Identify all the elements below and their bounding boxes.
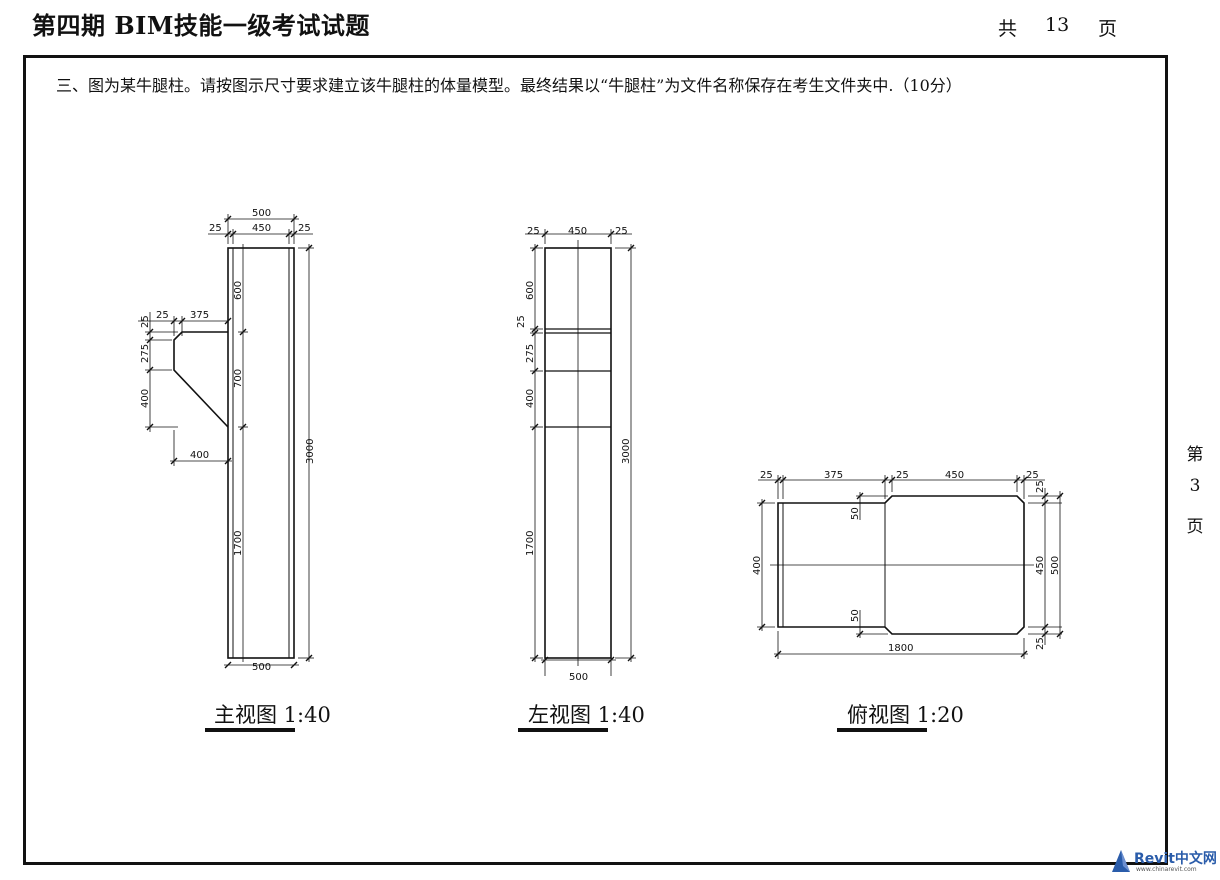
watermark: Revit中文网 www.chinarevit.com [1108, 846, 1218, 876]
watermark-url: www.chinarevit.com [1136, 866, 1197, 873]
side-page-prefix: 第 [1186, 445, 1204, 465]
front-dim-corbel-vertical: 275 [140, 344, 151, 363]
front-dim-corbel-width: 375 [190, 310, 209, 321]
top-view-caption: 俯视图 1:20 [847, 703, 964, 727]
top-dim-right-25-top: 25 [1035, 480, 1046, 493]
front-caption-underline [205, 728, 295, 732]
front-dim-bottom-width: 500 [252, 662, 271, 673]
top-dim-ticks [758, 476, 1064, 658]
front-dim-seg-top: 600 [233, 281, 244, 300]
left-dim-seg-600: 600 [525, 281, 536, 300]
front-dim-top-total: 500 [252, 208, 271, 219]
left-dim-height-total: 3000 [621, 439, 632, 464]
left-view-caption: 左视图 1:40 [528, 703, 645, 727]
front-view-caption-group: 主视图 1:40 [205, 703, 331, 732]
revit-logo-icon [1112, 850, 1130, 872]
left-dim-top-right: 25 [615, 226, 628, 237]
top-dim-25b: 25 [896, 470, 909, 481]
left-view-caption-group: 左视图 1:40 [518, 703, 645, 732]
left-caption-underline [518, 728, 608, 732]
front-dim-lines [138, 214, 314, 666]
exam-title: 第四期 BIM技能一级考试试题 [32, 11, 370, 40]
exam-frame [23, 55, 1168, 865]
top-dim-bottom-1800: 1800 [888, 643, 913, 654]
top-view [757, 475, 1064, 659]
watermark-brand: Revit中文网 [1134, 851, 1217, 867]
front-dim-seg-bottom: 1700 [233, 531, 244, 556]
top-dim-right-450: 450 [1035, 556, 1046, 575]
front-corbel-outline [173, 331, 229, 428]
top-dim-lines [757, 475, 1062, 659]
left-dim-seg-400: 400 [525, 389, 536, 408]
page-total-count: 13 [1045, 14, 1070, 36]
page-total-suffix: 页 [1098, 18, 1118, 40]
front-dim-corbel-top-gap: 25 [140, 315, 151, 328]
top-outline [777, 495, 1025, 635]
front-dim-corbel-chamfer: 25 [156, 310, 169, 321]
front-view-caption: 主视图 1:40 [214, 703, 331, 727]
top-dim-25a: 25 [760, 470, 773, 481]
top-view-caption-group: 俯视图 1:20 [837, 703, 964, 732]
front-dim-top-right: 25 [298, 223, 311, 234]
left-dim-seg-1700: 1700 [525, 531, 536, 556]
front-dim-seg-mid: 700 [233, 369, 244, 388]
left-dim-seg-275: 275 [525, 344, 536, 363]
left-dim-ticks [531, 230, 635, 664]
top-dim-right-25-bottom: 25 [1035, 637, 1046, 650]
left-dim-lines [525, 229, 636, 676]
left-dim-bottom-width: 500 [569, 672, 588, 683]
left-dim-top-left: 25 [527, 226, 540, 237]
front-dim-top-left: 25 [209, 223, 222, 234]
top-dim-25c: 25 [1026, 470, 1039, 481]
front-dim-height-total: 3000 [305, 439, 316, 464]
top-dim-right-500: 500 [1050, 556, 1061, 575]
front-dim-ticks [146, 215, 313, 669]
top-dim-375: 375 [824, 470, 843, 481]
front-dim-top-inner: 450 [252, 223, 271, 234]
top-dim-450: 450 [945, 470, 964, 481]
left-dim-seg-25: 25 [516, 315, 527, 328]
front-view [138, 214, 314, 669]
top-caption-underline [837, 728, 927, 732]
front-dim-labels: 500 450 25 25 500 3000 600 700 1700 25 3… [140, 208, 316, 673]
front-dim-corbel-slope: 400 [140, 389, 151, 408]
page-total-prefix: 共 [998, 18, 1018, 40]
side-page-number: 3 [1189, 476, 1201, 496]
left-dim-top-inner: 450 [568, 226, 587, 237]
top-dim-chamfer-50-bottom: 50 [850, 609, 861, 622]
question-text: 三、图为某牛腿柱。请按图示尺寸要求建立该牛腿柱的体量模型。最终结果以“牛腿柱”为… [56, 76, 962, 95]
top-dim-left-400: 400 [752, 556, 763, 575]
top-dim-chamfer-50-top: 50 [850, 507, 861, 520]
side-page-suffix: 页 [1186, 517, 1204, 537]
top-dim-labels: 25 375 25 450 25 25 450 500 25 400 50 50… [752, 470, 1061, 654]
left-view [525, 229, 636, 676]
front-column-outline [227, 247, 295, 659]
front-dim-corbel-projection: 400 [190, 450, 209, 461]
left-dim-labels: 450 25 25 500 3000 600 25 275 400 1700 [516, 226, 632, 683]
